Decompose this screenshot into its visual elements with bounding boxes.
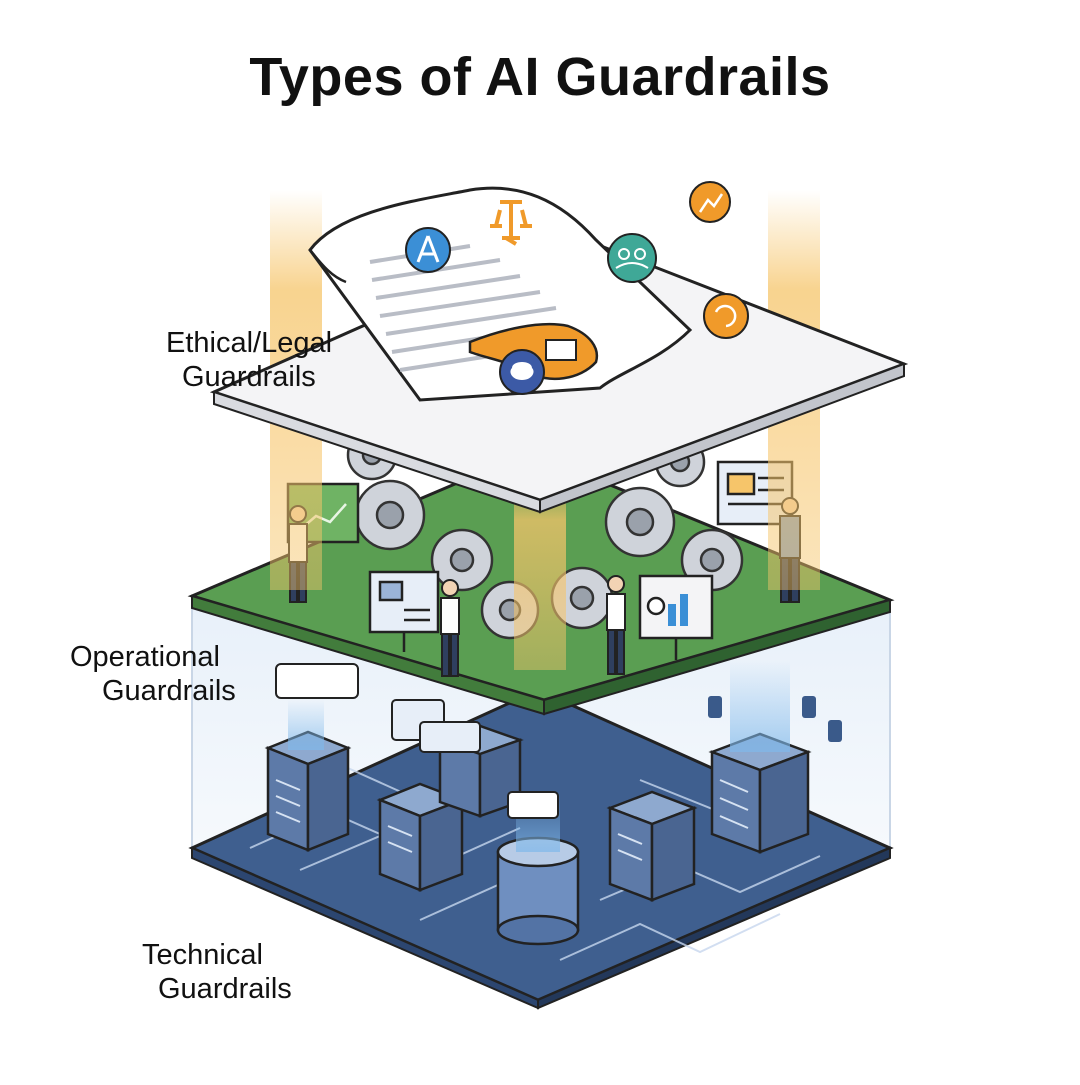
technical-label-line2: Guardrails (142, 972, 292, 1006)
ethical-label-line2: Guardrails (166, 360, 332, 394)
ethical-legal-label: Ethical/Legal Guardrails (166, 326, 332, 394)
brain-badge (500, 350, 544, 394)
technical-label-line1: Technical (142, 938, 292, 972)
operational-label: Operational Guardrails (70, 640, 236, 708)
ai-triangle-badge (406, 228, 450, 272)
server-3 (610, 792, 694, 900)
people-group-badge (608, 234, 656, 282)
operational-label-line2: Guardrails (70, 674, 236, 708)
refresh-badge (704, 294, 748, 338)
operational-label-line1: Operational (70, 640, 236, 674)
ethical-label-line1: Ethical/Legal (166, 326, 332, 360)
technical-label: Technical Guardrails (142, 938, 292, 1006)
central-cylinder (498, 838, 578, 944)
diagram-title: Types of AI Guardrails (0, 46, 1080, 108)
growth-chart-badge (690, 182, 730, 222)
person-2 (441, 580, 459, 676)
